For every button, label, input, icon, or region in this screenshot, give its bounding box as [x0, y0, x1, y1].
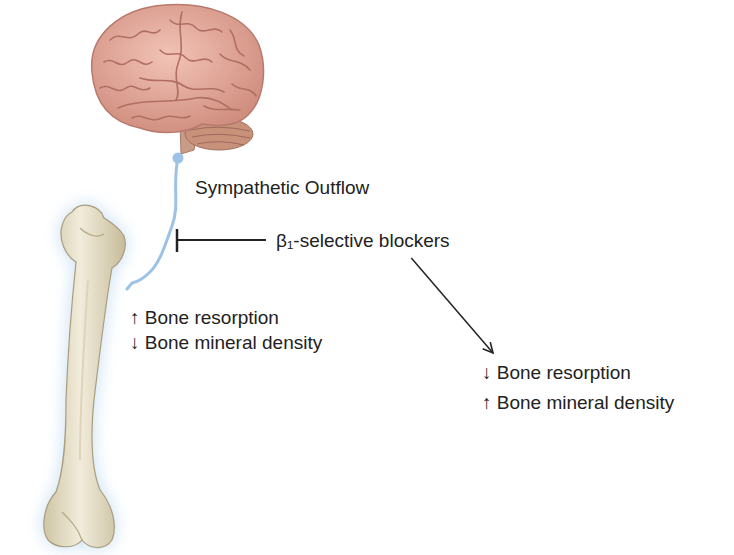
arrow-connector [411, 258, 493, 353]
brain-gyrus [160, 50, 212, 62]
inhibition-bar [176, 229, 179, 252]
node-text: β₁-selective blockers [276, 229, 450, 253]
node-text: Sympathetic Outflow [195, 176, 369, 200]
node-text: ↑ Bone resorption [130, 305, 322, 330]
brain-gyrus [110, 30, 160, 40]
inhibition-symbol [177, 229, 266, 252]
effect-block: ↑ Bone resorption↓ Bone mineral density [127, 303, 325, 357]
femur-illustration [44, 205, 125, 547]
brain-gyrus [132, 116, 190, 120]
brain-gyrus [100, 86, 150, 90]
node-text: ↑ Bone mineral density [482, 388, 674, 418]
nerve-fiber [127, 158, 178, 289]
cerebellum-fold [192, 134, 250, 138]
bone-shading [62, 512, 82, 540]
bone-shading [80, 228, 104, 236]
drug-label: β₁-selective blockers [273, 227, 453, 255]
brain-gyrus [140, 78, 224, 92]
cerebellum-fold [190, 127, 250, 131]
brain-gyrus [230, 30, 244, 56]
brain-sulcus [176, 12, 182, 100]
sympathetic-nerve [127, 153, 184, 290]
brain-gyrus [170, 20, 222, 32]
effect-block: ↓ Bone resorption↑ Bone mineral density [479, 356, 677, 420]
bone-shading [80, 280, 88, 460]
cerebrum [92, 5, 264, 133]
node-text: ↓ Bone mineral density [130, 330, 322, 355]
bone-glow [44, 205, 125, 547]
brain-gyrus [204, 106, 240, 110]
brain-gyrus [220, 54, 250, 70]
femur-bone [44, 205, 125, 547]
cerebellum-fold [197, 142, 244, 145]
brain-illustration [92, 5, 264, 154]
nerve-origin-dot [173, 153, 184, 164]
brain-gyrus [104, 60, 152, 65]
brain-fissure [118, 98, 232, 110]
brain-gyrus [232, 84, 256, 96]
inhibition-line [177, 239, 266, 241]
process-label: Sympathetic Outflow [192, 174, 372, 202]
node-text: ↓ Bone resorption [482, 358, 674, 388]
